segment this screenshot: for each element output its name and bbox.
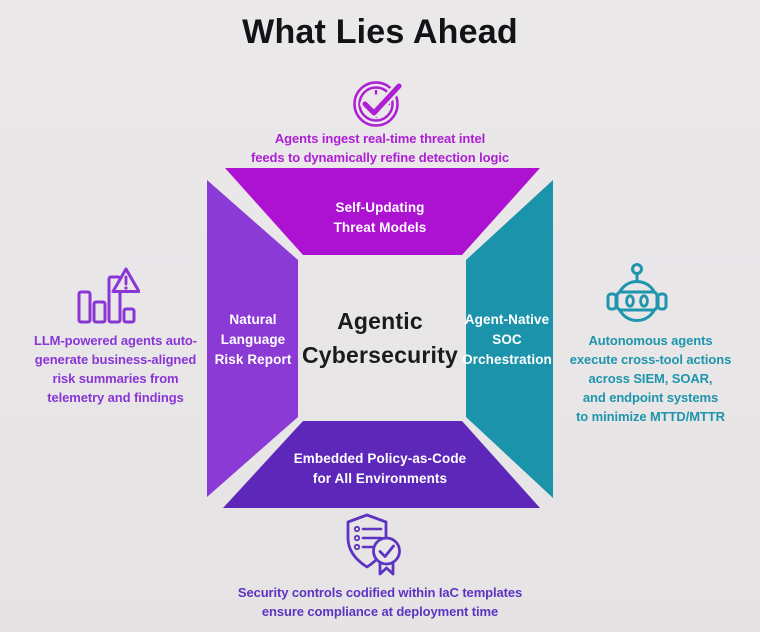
quadrant-bottom-label: Embedded Policy-as-Code for All Environm… bbox=[293, 451, 467, 486]
callout-left-text: LLM-powered agents auto- generate busine… bbox=[34, 333, 197, 405]
bar-chart-alert-icon bbox=[74, 264, 140, 330]
clock-check-icon bbox=[352, 78, 408, 128]
callout-bottom-text: Security controls codified within IaC te… bbox=[237, 585, 523, 619]
quadrant-left-label: Natural Language Risk Report bbox=[214, 312, 292, 367]
center-title: Agentic Cybersecurity bbox=[301, 308, 458, 368]
callout-top-text: Agents ingest real-time threat intel fee… bbox=[251, 131, 509, 165]
diagram-frame: Self-Updating Threat Models Natural Lang… bbox=[207, 168, 553, 508]
quadrant-top-label: Self-Updating Threat Models bbox=[333, 200, 427, 235]
robot-icon bbox=[604, 261, 670, 323]
quadrant-right-label: Agent-Native SOC Orchestration bbox=[462, 312, 552, 367]
shield-checklist-badge-icon bbox=[340, 512, 408, 578]
callout-right-text: Autonomous agents execute cross-tool act… bbox=[569, 333, 732, 424]
page-title: What Lies Ahead bbox=[242, 13, 518, 51]
